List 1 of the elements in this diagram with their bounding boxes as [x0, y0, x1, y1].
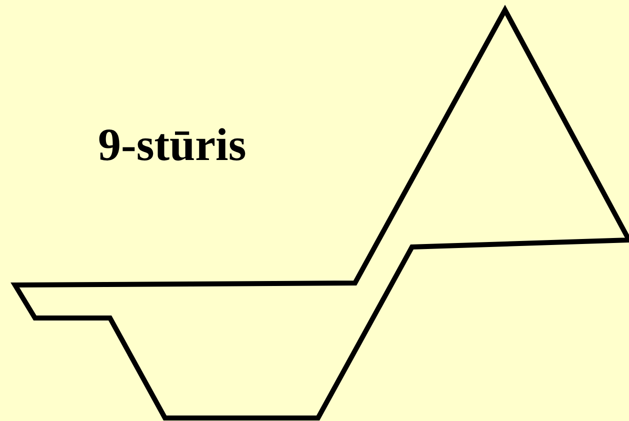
title: 9-stūris: [98, 122, 246, 168]
